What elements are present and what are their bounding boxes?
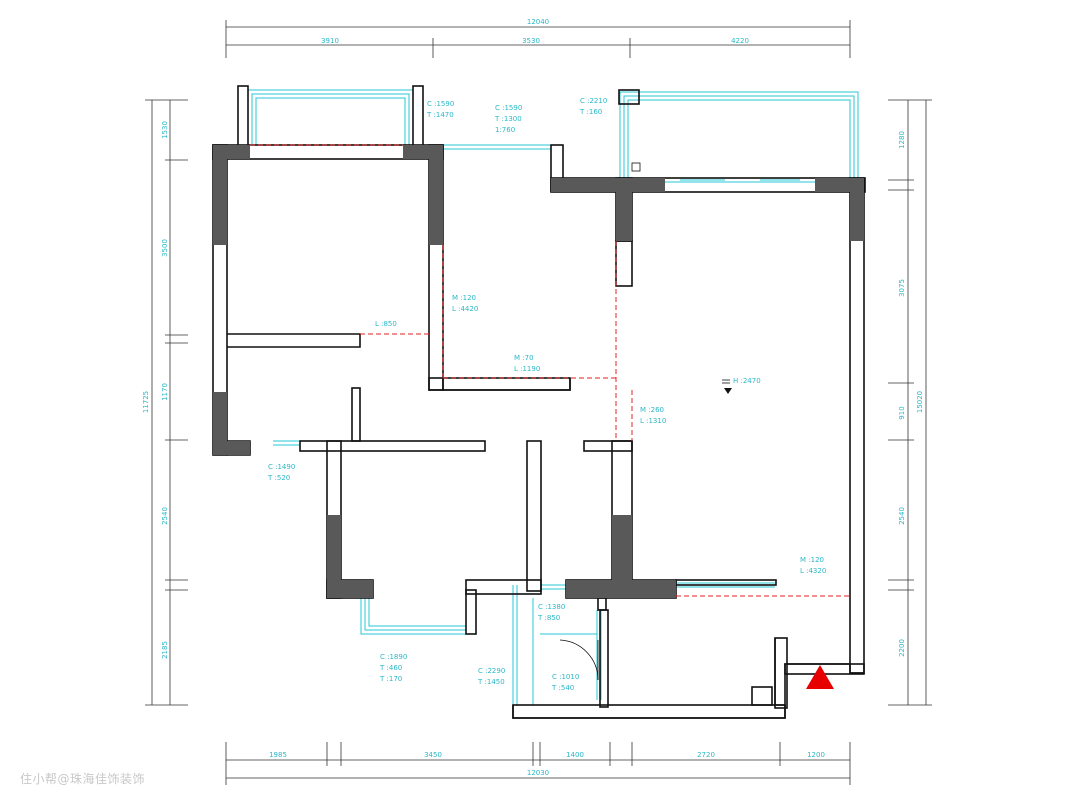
window-note-2-t: T :1300	[494, 115, 522, 123]
window-note-7-c: C :2290	[478, 667, 505, 675]
watermark-text: 住小帮@珠海佳饰装饰	[20, 772, 146, 786]
window-note-8-c: C :1010	[552, 673, 579, 681]
beam-note-3-l: L :1310	[640, 417, 666, 425]
left-dimension-chain: 11725 1530 3500 1170 2540 2185	[142, 99, 188, 706]
beam-note-1-m: M :120	[452, 294, 476, 302]
bay-window-bottom	[360, 590, 466, 635]
window-note-3-t: T :160	[579, 108, 602, 116]
top-dimension-3: 4220	[731, 37, 749, 45]
beam-note-4-l: L :4320	[800, 567, 826, 575]
right-dimension-2: 3075	[898, 279, 906, 297]
entrance-triangle-icon	[806, 665, 834, 689]
beam-note-2-l: L :1190	[514, 365, 540, 373]
window-note-1-c: C :1590	[427, 100, 454, 108]
window-note-6-extra: T :170	[379, 675, 402, 683]
right-dimension-5: 2200	[898, 639, 906, 657]
ceiling-height-marker: H :2470	[722, 377, 761, 394]
window-note-4-c: C :1490	[268, 463, 295, 471]
window-note-1-t: T :1470	[426, 111, 454, 119]
left-dimension-3: 1170	[161, 383, 169, 401]
top-dimension-chain: 12040 3910 3530 4220	[225, 18, 851, 58]
window-note-7-t: T :1450	[477, 678, 505, 686]
window-note-3-c: C :2210	[580, 97, 607, 105]
walls	[212, 85, 866, 719]
window-note-2-extra: 1:760	[495, 126, 515, 134]
bottom-dimension-4: 2720	[697, 751, 715, 759]
bottom-total-dimension: 12030	[527, 769, 549, 777]
left-dimension-4: 2540	[161, 507, 169, 525]
right-total-dimension: 15020	[916, 391, 924, 413]
bottom-dimension-5: 1200	[807, 751, 825, 759]
window-note-8-t: T :540	[551, 684, 574, 692]
top-dimension-2: 3530	[522, 37, 540, 45]
beam-note-3-m: M :260	[640, 406, 664, 414]
left-dimension-1: 1530	[161, 121, 169, 139]
right-dimension-4: 2540	[898, 507, 906, 525]
right-dimension-chain: 15020 1280 3075 910 2540 2200	[888, 99, 932, 706]
bottom-dimension-3: 1400	[566, 751, 584, 759]
structural-columns	[213, 145, 864, 598]
beam-note-2-m: M :70	[514, 354, 534, 362]
beam-note-4-m: M :120	[800, 556, 824, 564]
window-note-2-c: C :1590	[495, 104, 522, 112]
bottom-dimension-2: 3450	[424, 751, 442, 759]
window-note-5-t: T :850	[537, 614, 560, 622]
ceiling-height-triangle-icon	[724, 388, 732, 394]
window-note-4-t: T :520	[267, 474, 290, 482]
top-dimension-1: 3910	[321, 37, 339, 45]
balcony-railing-top-right	[619, 91, 859, 178]
window-note-5-c: C :1380	[538, 603, 565, 611]
bottom-dimension-chain: 1985 3450 1400 2720 1200 12030	[225, 742, 851, 785]
window-note-6-t: T :460	[379, 664, 402, 672]
ceiling-height-label: H :2470	[733, 377, 761, 385]
top-total-dimension: 12040	[527, 18, 549, 26]
left-dimension-5: 2185	[161, 641, 169, 659]
right-dimension-3: 910	[898, 406, 906, 419]
beam-note-1-l: L :4420	[452, 305, 478, 313]
right-dimension-1: 1280	[898, 131, 906, 149]
window-note-6-c: C :1890	[380, 653, 407, 661]
left-total-dimension: 11725	[142, 391, 150, 413]
bottom-dimension-1: 1985	[269, 751, 287, 759]
annotations: C :1590 T :1470 C :1590 T :1300 1:760 C …	[267, 97, 826, 692]
beam-note-5-l: L :850	[375, 320, 397, 328]
left-dimension-2: 3500	[161, 239, 169, 257]
beams	[250, 144, 850, 597]
